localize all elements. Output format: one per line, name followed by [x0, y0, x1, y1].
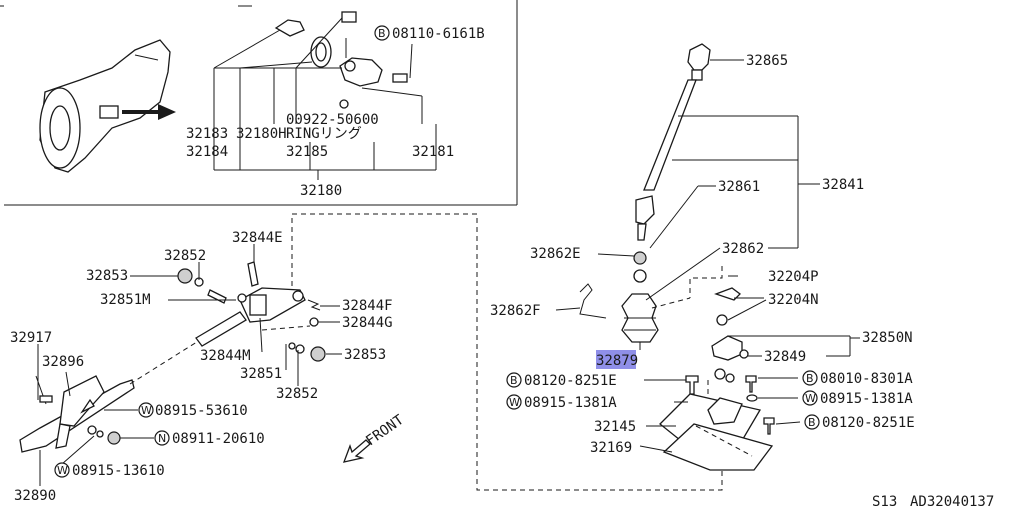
washer-number: 08915-1381A [820, 391, 913, 407]
part-label: 32204P [768, 269, 819, 285]
part-label: 32145 [594, 419, 636, 435]
part-label: 32852 [164, 248, 206, 264]
front-arrow-icon [342, 439, 371, 463]
washer-prefix-circle [802, 390, 818, 406]
inset-part-label: 32183 [186, 126, 228, 142]
bushing-icon [177, 268, 193, 284]
part-label: 32917 [10, 330, 52, 346]
inset-part-label: 32180H [236, 126, 287, 142]
bolt-prefix-text: B [806, 372, 814, 385]
washer-prefix-text: W [805, 392, 816, 405]
part-label: 32853 [344, 347, 386, 363]
part-label: 32862F [490, 303, 541, 319]
part-label: 32204N [768, 292, 819, 308]
part-label: 32852 [276, 386, 318, 402]
part-label: 32844G [342, 315, 393, 331]
part-label: 32862 [722, 241, 764, 257]
inset-ring-text: RINGリング [286, 126, 362, 142]
model-code: S13 [872, 494, 897, 510]
shift-knob-icon [687, 43, 711, 71]
part-label: 32844M [200, 348, 251, 364]
inset-part-label: 32184 [186, 144, 228, 160]
sensor-icon [341, 11, 357, 23]
pin-icon [247, 261, 259, 287]
highlighted-part-label[interactable]: 32879 [596, 353, 638, 369]
part-label: 32861 [718, 179, 760, 195]
screw-icon [392, 73, 408, 83]
bolt-prefix-circle [374, 25, 390, 41]
shifter-assembly: 32865 32841 32861 32862E 32862 32204P 32… [490, 43, 915, 471]
highlighted-part-box[interactable] [596, 350, 636, 369]
part-label: 32890 [14, 488, 56, 504]
bracket-icon [274, 19, 305, 37]
part-label: 32851M [100, 292, 151, 308]
bolt-prefix-circle [804, 414, 820, 430]
bolt-prefix-text: B [510, 374, 518, 387]
part-label: 32853 [86, 268, 128, 284]
bolt-prefix-circle [802, 370, 818, 386]
inset-part-label: 32181 [412, 144, 454, 160]
part-label: 32841 [822, 177, 864, 193]
transmission-illustration [39, 39, 171, 173]
washer-number: 08915-13610 [72, 463, 165, 479]
part-label: 32844F [342, 298, 393, 314]
part-label: 32169 [590, 440, 632, 456]
washer-prefix-circle [506, 394, 522, 410]
part-label: 32844E [232, 230, 283, 246]
bolt-number: 08120-8251E [822, 415, 915, 431]
bolt-number: 08120-8251E [524, 373, 617, 389]
part-label: 32896 [42, 354, 84, 370]
inset-part-label: 32180 [300, 183, 342, 199]
washer-prefix-circle [138, 402, 154, 418]
bolt-prefix-text: B [378, 27, 386, 40]
nut-prefix-circle [154, 430, 170, 446]
washer-prefix-text: W [509, 396, 520, 409]
inset-bolt-number: 08110-6161B [392, 26, 485, 42]
part-label: 32849 [764, 349, 806, 365]
bolt-prefix-circle [506, 372, 522, 388]
washer-number: 08915-53610 [155, 403, 248, 419]
inset-panel: B 08110-6161B 00922-50600 RINGリング 32183 … [0, 0, 518, 206]
part-label: 32850N [862, 330, 913, 346]
location-arrow [122, 104, 176, 120]
part-label: 32851 [240, 366, 282, 382]
inset-ring-number: 00922-50600 [286, 112, 379, 128]
bolt-prefix-text: B [808, 416, 816, 429]
nut-prefix-text: N [158, 432, 166, 445]
bolt-number: 08010-8301A [820, 371, 913, 387]
inset-part-label: 32185 [286, 144, 328, 160]
front-label: FRONT [363, 412, 407, 450]
nut-number: 08911-20610 [172, 431, 265, 447]
washer-number: 08915-1381A [524, 395, 617, 411]
part-label: 32862E [530, 246, 581, 262]
washer-prefix-text: W [57, 464, 68, 477]
drawing-code: AD32040137 [910, 494, 994, 510]
washer-prefix-circle [54, 462, 70, 478]
part-label: 32865 [746, 53, 788, 69]
washer-prefix-text: W [141, 404, 152, 417]
